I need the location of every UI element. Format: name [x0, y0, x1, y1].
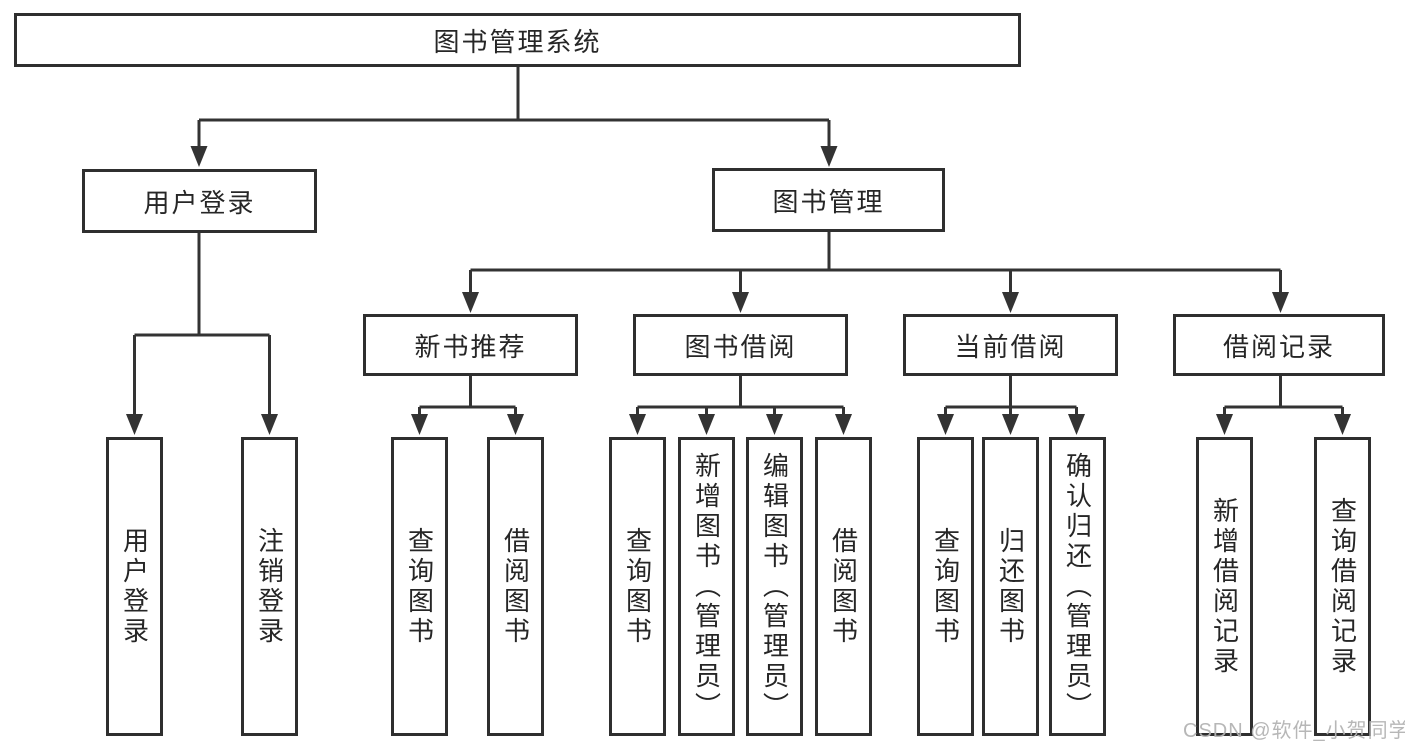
leaf-user-login: 用户登录: [106, 437, 163, 736]
node-root-label: 图书管理系统: [433, 26, 602, 57]
arrow-down-icon: [411, 414, 428, 435]
arrow-down-icon: [1272, 292, 1289, 313]
node-book-mgmt: 图书管理: [712, 168, 945, 232]
leaf-logout: 注销登录: [241, 437, 298, 736]
node-user-login: 用户登录: [82, 169, 317, 233]
leaf-add-book-admin-label: 新增图书（管理员）: [691, 451, 722, 722]
node-book-mgmt-label: 图书管理: [772, 186, 885, 217]
node-new-book-rec-label: 新书推荐: [414, 331, 527, 362]
leaf-query-borrow-record: 查询借阅记录: [1314, 437, 1371, 736]
leaf-user-login-label: 用户登录: [119, 526, 150, 647]
leaf-return-book: 归还图书: [982, 437, 1039, 736]
arrow-down-icon: [1216, 414, 1233, 435]
arrow-down-icon: [190, 146, 208, 167]
leaf-logout-label: 注销登录: [254, 526, 285, 647]
leaf-borrow-books-2: 借阅图书: [815, 437, 872, 736]
node-current-borrow-label: 当前借阅: [954, 331, 1067, 362]
leaf-return-book-label: 归还图书: [995, 526, 1026, 647]
node-user-login-label: 用户登录: [143, 187, 256, 218]
node-book-borrow-label: 图书借阅: [684, 331, 797, 362]
watermark: CSDN @软件_小贺同学: [1183, 720, 1405, 742]
node-borrow-records: 借阅记录: [1173, 314, 1385, 376]
leaf-confirm-return-admin: 确认归还（管理员）: [1049, 437, 1106, 736]
leaf-confirm-return-admin-label: 确认归还（管理员）: [1062, 451, 1093, 722]
arrow-down-icon: [820, 146, 838, 167]
leaf-query-books-1: 查询图书: [391, 437, 448, 736]
node-current-borrow: 当前借阅: [903, 314, 1118, 376]
leaf-query-books-3: 查询图书: [917, 437, 974, 736]
leaf-edit-book-admin: 编辑图书（管理员）: [746, 437, 803, 736]
leaf-query-books-1-label: 查询图书: [404, 526, 435, 647]
arrow-down-icon: [507, 414, 524, 435]
leaf-query-books-2-label: 查询图书: [622, 526, 653, 647]
arrow-down-icon: [1068, 414, 1085, 435]
leaf-add-book-admin: 新增图书（管理员）: [678, 437, 735, 736]
arrow-down-icon: [937, 414, 954, 435]
arrow-down-icon: [126, 414, 143, 435]
arrow-down-icon: [1334, 414, 1351, 435]
arrow-down-icon: [766, 414, 783, 435]
arrow-down-icon: [698, 414, 715, 435]
leaf-borrow-books-1-label: 借阅图书: [500, 526, 531, 647]
leaf-query-books-2: 查询图书: [609, 437, 666, 736]
leaf-query-borrow-record-label: 查询借阅记录: [1327, 496, 1358, 677]
arrow-down-icon: [261, 414, 278, 435]
arrow-down-icon: [835, 414, 852, 435]
arrow-down-icon: [462, 292, 479, 313]
arrow-down-icon: [1002, 414, 1019, 435]
leaf-add-borrow-record: 新增借阅记录: [1196, 437, 1253, 736]
leaf-add-borrow-record-label: 新增借阅记录: [1209, 496, 1240, 677]
arrow-down-icon: [629, 414, 646, 435]
node-new-book-rec: 新书推荐: [363, 314, 578, 376]
arrow-down-icon: [1002, 292, 1019, 313]
node-borrow-records-label: 借阅记录: [1222, 331, 1335, 362]
arrow-down-icon: [732, 292, 749, 313]
leaf-borrow-books-1: 借阅图书: [487, 437, 544, 736]
node-book-borrow: 图书借阅: [633, 314, 848, 376]
node-root: 图书管理系统: [14, 13, 1021, 67]
leaf-query-books-3-label: 查询图书: [930, 526, 961, 647]
leaf-edit-book-admin-label: 编辑图书（管理员）: [759, 451, 790, 722]
leaf-borrow-books-2-label: 借阅图书: [828, 526, 859, 647]
